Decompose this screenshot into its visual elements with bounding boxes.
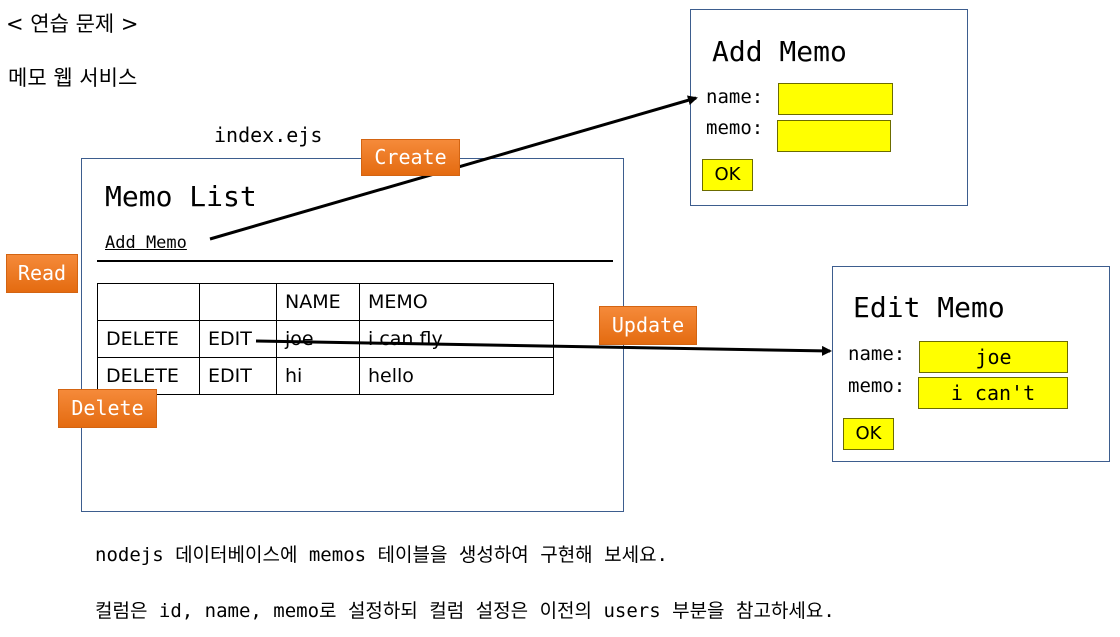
- memo-table: NAME MEMO DELETE EDIT joe i can fly DELE…: [97, 283, 554, 395]
- add-memo-link[interactable]: Add Memo: [105, 233, 187, 253]
- delete-tag: Delete: [58, 389, 157, 428]
- header-cell: [97, 283, 200, 321]
- exercise-subtitle: 메모 웹 서비스: [8, 66, 138, 90]
- update-tag: Update: [599, 306, 697, 345]
- header-cell-memo: MEMO: [359, 283, 554, 321]
- edit-memo-input[interactable]: i can't: [918, 377, 1068, 409]
- add-memo-label: memo:: [706, 117, 764, 139]
- add-name-input[interactable]: [778, 83, 893, 115]
- name-cell: joe: [276, 320, 360, 358]
- table-row: DELETE EDIT hi hello: [97, 357, 554, 395]
- memo-cell: i can fly: [359, 320, 554, 358]
- exercise-heading: < 연습 문제 >: [6, 12, 139, 36]
- divider: [97, 260, 613, 262]
- delete-link[interactable]: DELETE: [97, 320, 200, 358]
- table-row: DELETE EDIT joe i can fly: [97, 320, 554, 358]
- instruction-line-1: nodejs 데이터베이스에 memos 테이블을 생성하여 구현해 보세요.: [95, 544, 668, 566]
- add-memo-input[interactable]: [777, 120, 891, 152]
- edit-name-label: name:: [848, 343, 906, 365]
- edit-memo-label: memo:: [848, 375, 906, 397]
- instruction-line-2: 컬럼은 id, name, memo로 설정하되 컬럼 설정은 이전의 user…: [95, 600, 835, 622]
- memo-cell: hello: [359, 357, 554, 395]
- table-header-row: NAME MEMO: [97, 283, 554, 321]
- edit-memo-title: Edit Memo: [853, 291, 1005, 324]
- memo-list-title: Memo List: [105, 180, 257, 213]
- header-cell: [199, 283, 277, 321]
- edit-link[interactable]: EDIT: [199, 357, 277, 395]
- edit-ok-button[interactable]: OK: [843, 418, 894, 450]
- add-memo-title: Add Memo: [712, 35, 847, 68]
- name-cell: hi: [276, 357, 360, 395]
- create-tag: Create: [361, 139, 460, 176]
- add-ok-button[interactable]: OK: [702, 159, 753, 191]
- edit-name-input[interactable]: joe: [919, 341, 1068, 373]
- filename-label: index.ejs: [214, 123, 323, 147]
- update-arrow: [255, 339, 832, 356]
- add-name-label: name:: [706, 86, 764, 108]
- header-cell-name: NAME: [276, 283, 360, 321]
- delete-link[interactable]: DELETE: [97, 357, 200, 395]
- read-tag: Read: [6, 254, 78, 293]
